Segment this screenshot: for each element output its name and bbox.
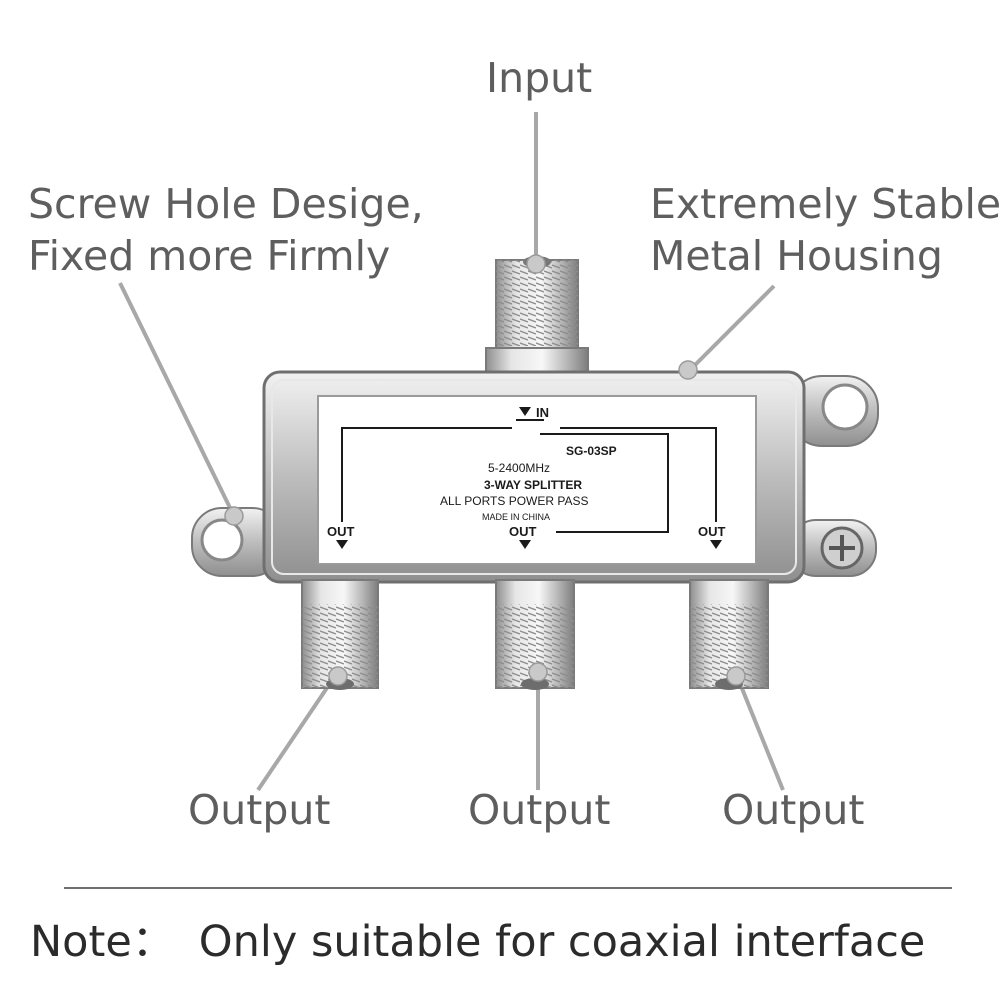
in-arrow-icon (519, 407, 531, 416)
output-right-callout: Output (722, 786, 865, 834)
plate-type: 3-WAY SPLITTER (484, 478, 582, 492)
plate-out-left: OUT (327, 524, 355, 539)
mounting-ear-left (191, 507, 283, 577)
out-arrow-icon (336, 540, 348, 549)
screw-leader (118, 282, 236, 517)
ground-screw (789, 519, 877, 577)
metal-housing-line2: Metal Housing (650, 232, 943, 280)
plate-power: ALL PORTS POWER PASS (440, 494, 589, 508)
output-left-leader (256, 674, 337, 792)
screw-hole-line2: Fixed more Firmly (28, 232, 391, 280)
note-line: Note： Only suitable for coaxial interface (30, 914, 925, 970)
input-connector (485, 256, 589, 375)
output-right-leader (735, 675, 785, 791)
plate-model: SG-03SP (566, 444, 617, 458)
note-label: Note： (30, 917, 175, 967)
output-connector-right (689, 579, 769, 690)
metal-leader (688, 284, 776, 372)
leader-lines (118, 112, 785, 792)
out-arrow-icon (519, 540, 531, 549)
metal-housing-callout: Extremely Stable Metal Housing (650, 178, 1000, 282)
input-callout: Input (486, 54, 593, 102)
plate-in-label: IN (536, 405, 549, 420)
plate-out-right: OUT (698, 524, 726, 539)
divider (64, 887, 952, 889)
plate-origin: MADE IN CHINA (482, 512, 550, 522)
metal-housing: IN SG-03SP 5-2400MHz 3-WAY SPLITTER ALL … (262, 370, 806, 584)
plate-out-center: OUT (509, 524, 537, 539)
output-center-callout: Output (468, 786, 611, 834)
screw-hole-line1: Screw Hole Desige, (28, 180, 424, 228)
screw-hole-callout: Screw Hole Desige, Fixed more Firmly (28, 178, 424, 282)
note-text: Only suitable for coaxial interface (198, 917, 926, 967)
label-plate (317, 395, 757, 565)
out-arrow-icon (710, 540, 722, 549)
output-left-callout: Output (188, 786, 331, 834)
metal-housing-line1: Extremely Stable (650, 180, 1000, 228)
plate-frequency: 5-2400MHz (488, 461, 550, 475)
